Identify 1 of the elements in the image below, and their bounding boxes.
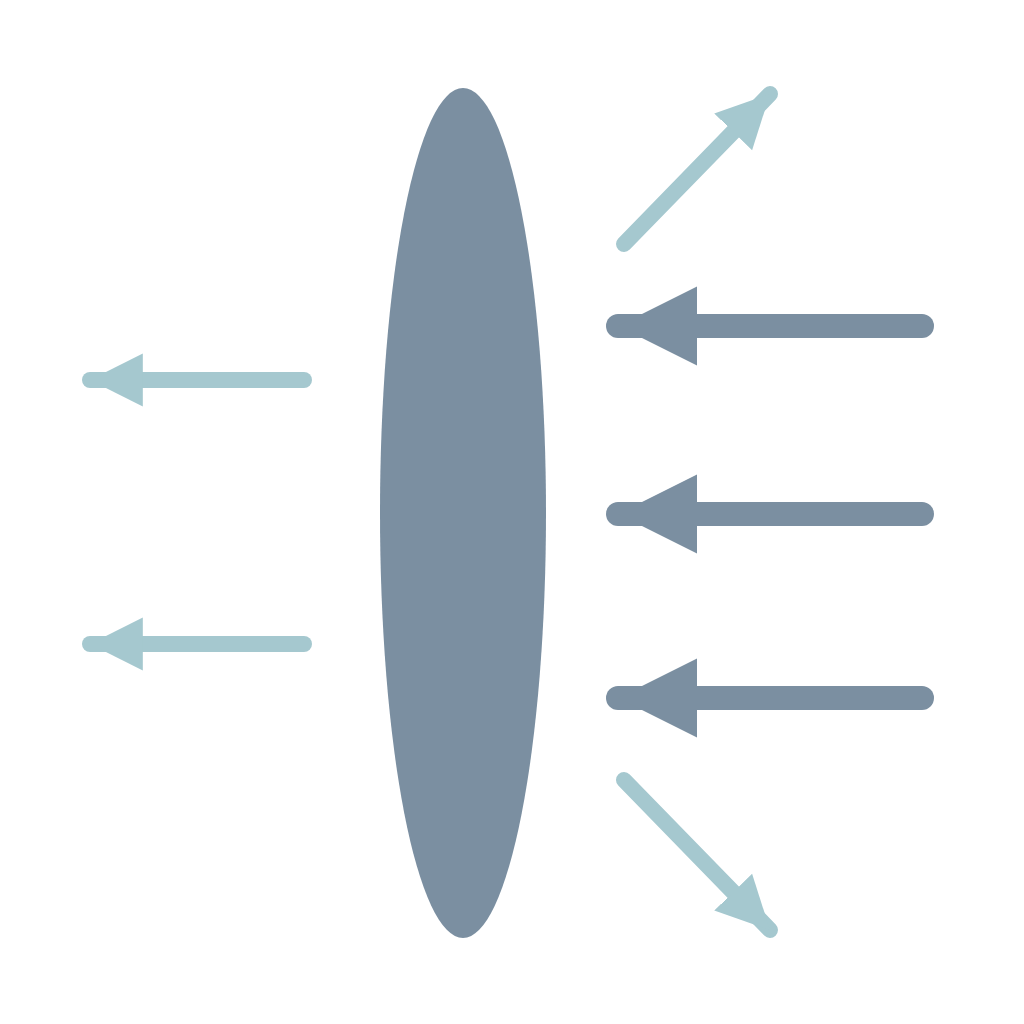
lens-shape — [380, 88, 546, 938]
